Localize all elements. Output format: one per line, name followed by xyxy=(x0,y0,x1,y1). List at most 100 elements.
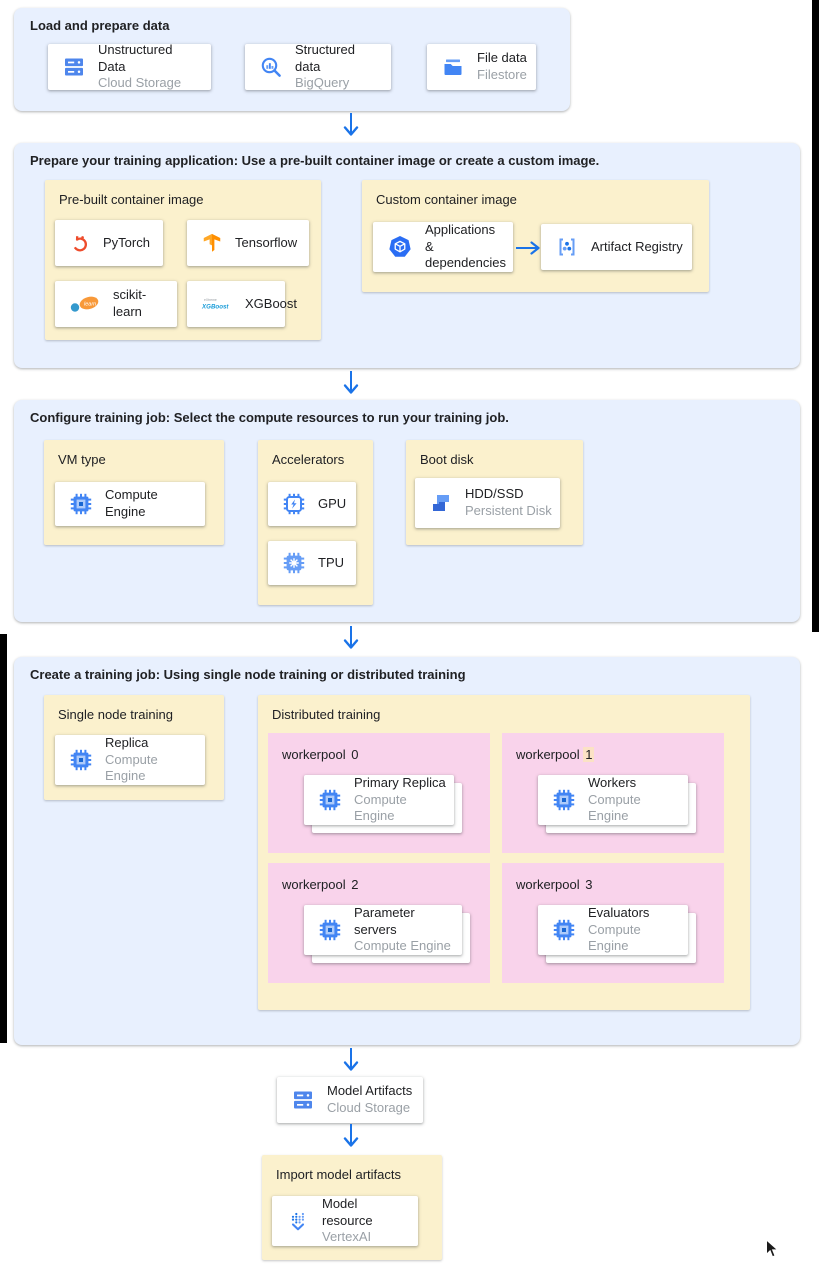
card-label: scikit-learn xyxy=(113,287,147,319)
arrow-down-icon xyxy=(343,1048,359,1071)
workerpool-2-label: workerpool 2 xyxy=(282,877,359,892)
workerpool-1-label: workerpool 1 xyxy=(516,747,595,762)
panel-accelerators: Accelerators GPU xyxy=(258,440,373,605)
section-load-data: Load and prepare data Unstructured Data … xyxy=(14,8,570,111)
panel-custom-container: Custom container image Applications & de… xyxy=(362,180,709,292)
card-title: Unstructured Data xyxy=(98,41,173,74)
card-tpu: TPU xyxy=(268,541,356,585)
card-title: Model resource xyxy=(322,1195,373,1228)
right-edge-black-bar xyxy=(812,0,819,632)
sklearn-script-text: learn xyxy=(84,302,96,308)
card-unstructured-data: Unstructured Data Cloud Storage xyxy=(48,41,211,91)
cloud-storage-icon xyxy=(65,58,83,76)
card-subtitle: Filestore xyxy=(477,67,527,82)
package-icon xyxy=(389,235,411,257)
workerpool-0: workerpool 0 Primary Replica Compute Eng… xyxy=(268,733,490,853)
card-tensorflow: Tensorflow xyxy=(187,220,309,266)
cloud-storage-icon xyxy=(294,1091,312,1109)
compute-engine-icon xyxy=(70,749,92,771)
xgboost-icon: eXtreme XGBoost xyxy=(201,298,229,311)
section-create-job: Create a training job: Using single node… xyxy=(14,657,800,1045)
card-label: TPU xyxy=(318,554,344,570)
card-subtitle: Compute Engine xyxy=(354,791,407,824)
card-applications-dependencies: Applications & dependencies xyxy=(373,222,513,272)
card-label: Applications & dependencies xyxy=(425,221,506,271)
workerpool-0-label: workerpool 0 xyxy=(282,747,359,762)
workerpool-1: workerpool 1 Workers Compute Engine xyxy=(502,733,724,853)
section-load-title: Load and prepare data xyxy=(30,18,170,33)
panel-distributed: Distributed training workerpool 0 Primar… xyxy=(258,695,750,1010)
card-subtitle: Compute Engine xyxy=(588,791,641,824)
panel-boot-disk: Boot disk HDD/SSD Persistent Disk xyxy=(406,440,583,545)
artifact-registry-icon xyxy=(559,238,575,256)
card-subtitle: VertexAI xyxy=(322,1229,372,1245)
card-model-resource: Model resource VertexAI xyxy=(272,1196,418,1246)
xgboost-top-text: eXtreme xyxy=(204,298,217,302)
workerpool-3: workerpool 3 Evaluators Compute Engine xyxy=(502,863,724,983)
pytorch-icon xyxy=(72,236,88,252)
panel-boot-title: Boot disk xyxy=(420,452,474,467)
card-compute-engine: Compute Engine xyxy=(55,482,205,526)
panel-custom-title: Custom container image xyxy=(376,192,517,207)
card-title: Primary Replica xyxy=(354,774,446,790)
arrow-down-icon xyxy=(343,1124,359,1147)
card-subtitle: Compute Engine xyxy=(354,938,451,954)
panel-prebuilt-container: Pre-built container image PyTorch Tensor… xyxy=(45,180,321,340)
card-structured-data: Structured data BigQuery xyxy=(245,41,391,91)
card-title: Structured data xyxy=(295,41,355,74)
card-file-data: File data Filestore xyxy=(427,44,536,90)
section-create-title: Create a training job: Using single node… xyxy=(30,667,466,682)
card-gpu: GPU xyxy=(268,482,356,526)
arrow-down-icon xyxy=(343,626,359,649)
card-title: Replica xyxy=(105,734,149,750)
workerpool-3-label: workerpool 3 xyxy=(516,877,593,892)
workerpool-2: workerpool 2 Parameter servers Compute E… xyxy=(268,863,490,983)
card-title: Evaluators xyxy=(588,904,650,920)
card-title: HDD/SSD xyxy=(465,486,524,502)
card-artifact-registry: Artifact Registry xyxy=(541,224,692,270)
workerpool-0-number: 0 xyxy=(351,747,359,762)
card-workers: Workers Compute Engine xyxy=(538,775,688,825)
card-label: Tensorflow xyxy=(235,234,298,250)
panel-import-title: Import model artifacts xyxy=(276,1167,401,1182)
section-configure-title: Configure training job: Select the compu… xyxy=(30,410,509,425)
compute-engine-icon xyxy=(70,493,92,515)
section-prepare-title: Prepare your training application: Use a… xyxy=(30,153,600,168)
arrow-down-icon xyxy=(343,113,359,136)
card-replica: Replica Compute Engine xyxy=(55,735,205,785)
panel-single-node: Single node training Replica Compute Eng… xyxy=(44,695,224,800)
card-subtitle: Persistent Disk xyxy=(465,503,552,518)
panel-import-model: Import model artifacts Model resource Ve… xyxy=(262,1155,442,1260)
workerpool-3-number: 3 xyxy=(585,877,593,892)
card-title: Model Artifacts xyxy=(327,1083,413,1099)
card-pytorch: PyTorch xyxy=(55,220,163,266)
section-prepare-app: Prepare your training application: Use a… xyxy=(14,143,800,368)
card-title: Parameter servers xyxy=(354,904,415,937)
card-parameter-servers: Parameter servers Compute Engine xyxy=(304,905,462,955)
scikit-learn-icon: learn xyxy=(70,296,99,312)
panel-vm-type: VM type Compute Engine xyxy=(44,440,224,545)
tensorflow-icon xyxy=(203,233,221,252)
card-label: XGBoost xyxy=(245,295,298,311)
compute-engine-icon xyxy=(553,789,575,811)
panel-single-node-title: Single node training xyxy=(58,707,173,722)
compute-engine-icon xyxy=(553,919,575,941)
tpu-icon xyxy=(283,552,305,574)
xgboost-main-text: XGBoost xyxy=(201,304,229,311)
card-title: File data xyxy=(477,50,527,66)
card-title: Workers xyxy=(588,774,637,790)
panel-prebuilt-title: Pre-built container image xyxy=(59,192,204,207)
panel-vm-title: VM type xyxy=(58,452,106,467)
card-subtitle: BigQuery xyxy=(295,75,350,91)
card-label: Compute Engine xyxy=(105,487,158,519)
card-model-artifacts: Model Artifacts Cloud Storage xyxy=(277,1077,423,1123)
card-subtitle: Cloud Storage xyxy=(327,1100,411,1115)
section-configure-job: Configure training job: Select the compu… xyxy=(14,400,800,622)
card-scikit-learn: learn scikit-learn xyxy=(55,281,177,327)
card-subtitle: Cloud Storage xyxy=(98,75,182,91)
mouse-cursor-icon xyxy=(766,1239,779,1258)
card-label: GPU xyxy=(318,495,347,511)
bigquery-icon xyxy=(261,57,281,77)
panel-distributed-title: Distributed training xyxy=(272,707,381,722)
